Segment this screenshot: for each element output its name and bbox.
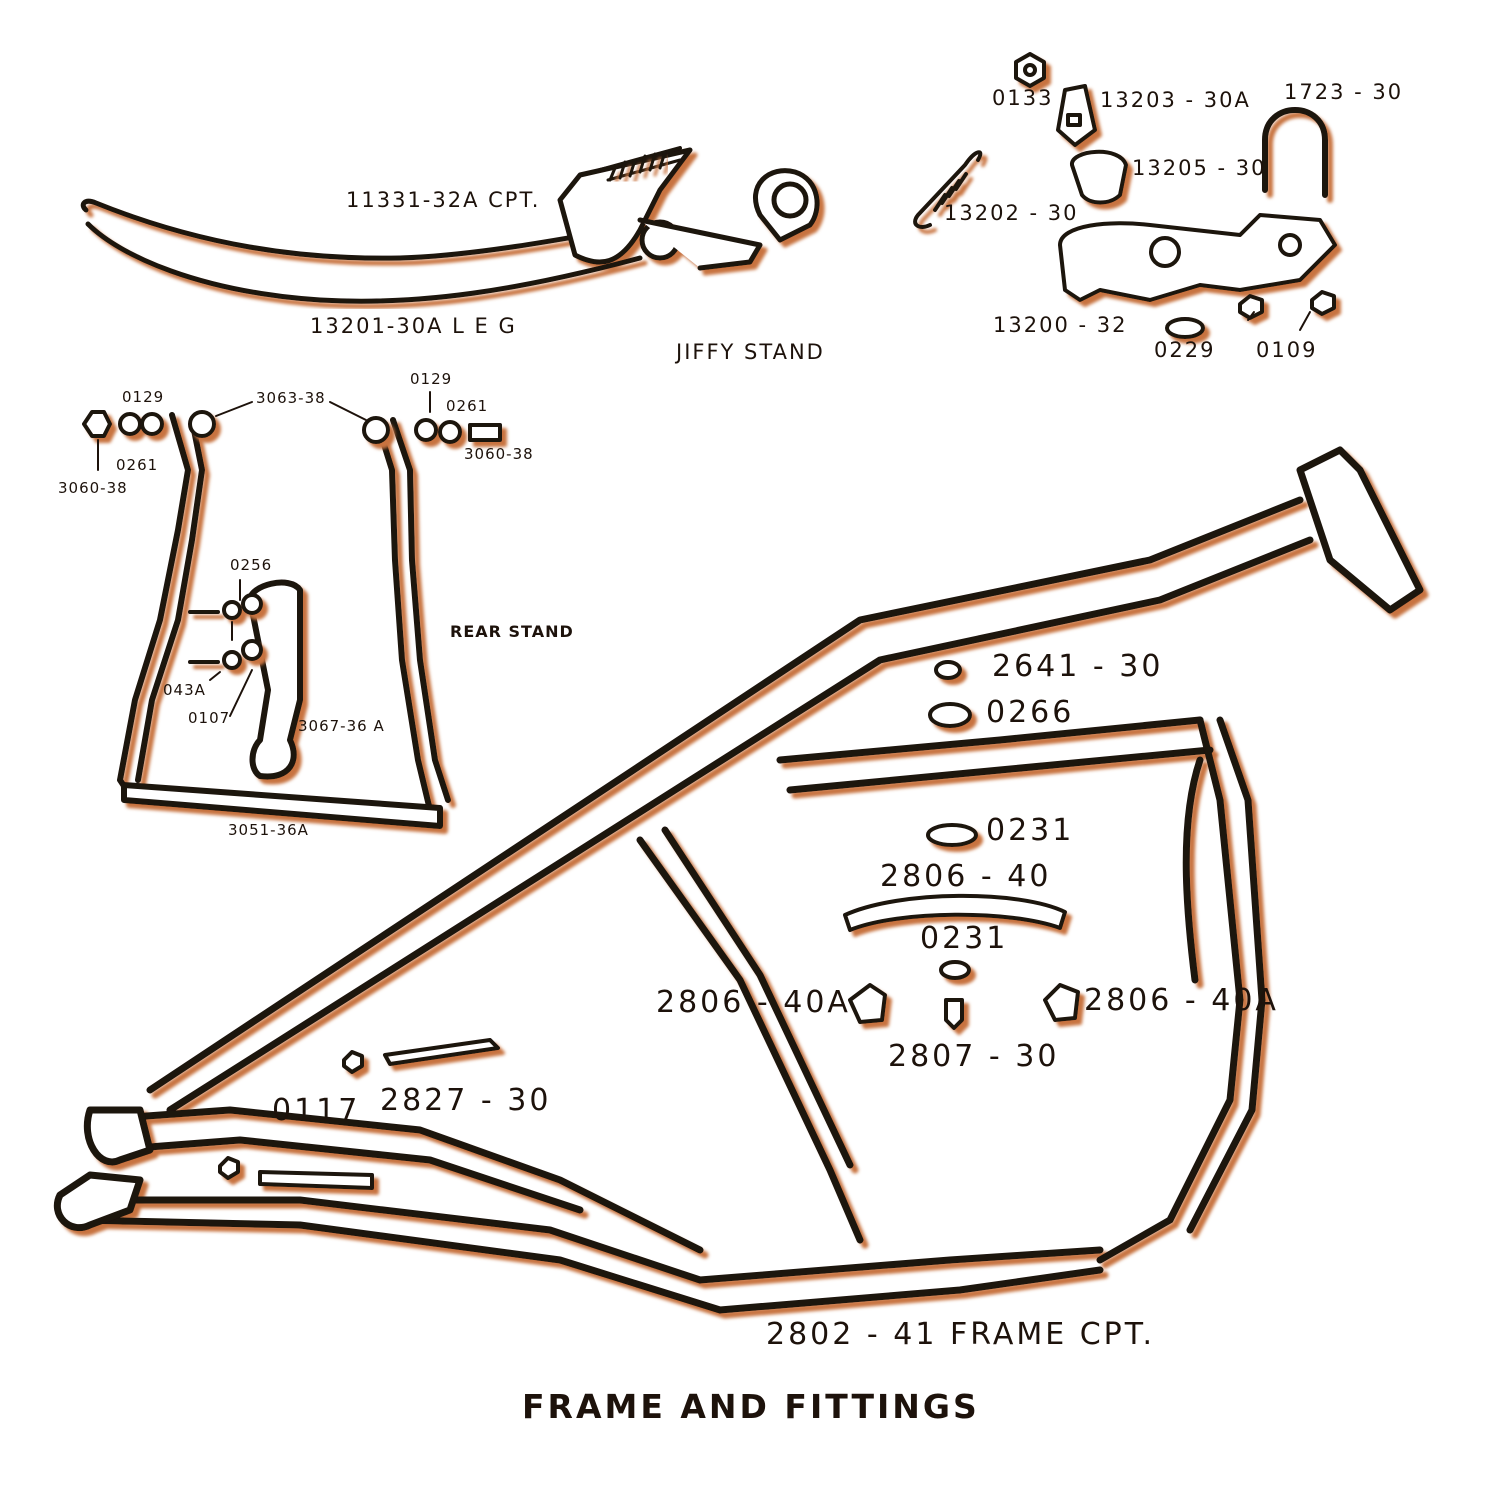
- label-2641-30: 2641 - 30: [992, 649, 1164, 684]
- label-2807-30: 2807 - 30: [888, 1039, 1060, 1074]
- label-3067-36a: 3067-36 A: [298, 717, 385, 735]
- label-0109: 0109: [1256, 338, 1318, 362]
- label-043a: 043A: [163, 681, 206, 699]
- label-0129-left: 0129: [122, 388, 165, 406]
- label-0256: 0256: [230, 556, 273, 574]
- label-0261-right: 0261: [446, 397, 489, 415]
- label-13203-30a: 13203 - 30A: [1100, 88, 1251, 112]
- jiffy-stand-spring: [608, 150, 667, 182]
- label-0229: 0229: [1154, 338, 1216, 362]
- section-rear-stand: REAR STAND: [450, 622, 574, 641]
- label-13201-30a: 13201-30A L E G: [310, 314, 517, 338]
- label-2806-40a-right: 2806 - 40A: [1084, 983, 1279, 1018]
- frame-small-parts: [218, 660, 1080, 1190]
- label-3060-38-right: 3060-38: [464, 445, 534, 463]
- label-13202-30: 13202 - 30: [944, 201, 1079, 225]
- label-3063-38: 3063-38: [256, 389, 326, 407]
- label-2827-30: 2827 - 30: [380, 1083, 552, 1118]
- motorcycle-frame: [53, 446, 1424, 1314]
- label-13205-30: 13205 - 30: [1132, 156, 1267, 180]
- label-2806-40: 2806 - 40: [880, 859, 1052, 894]
- label-3051-36a: 3051-36A: [228, 821, 309, 839]
- label-11331-32a: 11331-32A CPT.: [346, 188, 541, 212]
- label-0117: 0117: [272, 1093, 361, 1128]
- jiffy-small-parts: [913, 52, 1337, 339]
- label-0107: 0107: [188, 709, 231, 727]
- label-frame-cpt: 2802 - 41 FRAME CPT.: [766, 1317, 1156, 1352]
- label-3060-38-left: 3060-38: [58, 479, 128, 497]
- label-0261-left: 0261: [116, 456, 159, 474]
- label-0133: 0133: [992, 86, 1054, 110]
- leader-lines: [97, 311, 1311, 717]
- label-0266: 0266: [986, 695, 1075, 730]
- jiffy-stand-leg: [80, 146, 820, 304]
- label-0129-right: 0129: [410, 370, 453, 388]
- rear-stand-hardware: [82, 410, 502, 670]
- label-1723-30: 1723 - 30: [1284, 80, 1404, 104]
- label-0231-lower: 0231: [920, 921, 1009, 956]
- label-2806-40a-left: 2806 - 40A: [656, 985, 851, 1020]
- diagram-title: FRAME AND FITTINGS: [522, 1387, 980, 1426]
- section-jiffy-stand: JIFFY STAND: [676, 340, 825, 364]
- rear-stand: [117, 412, 451, 829]
- label-0231-upper: 0231: [986, 813, 1075, 848]
- label-13200-32: 13200 - 32: [993, 313, 1128, 337]
